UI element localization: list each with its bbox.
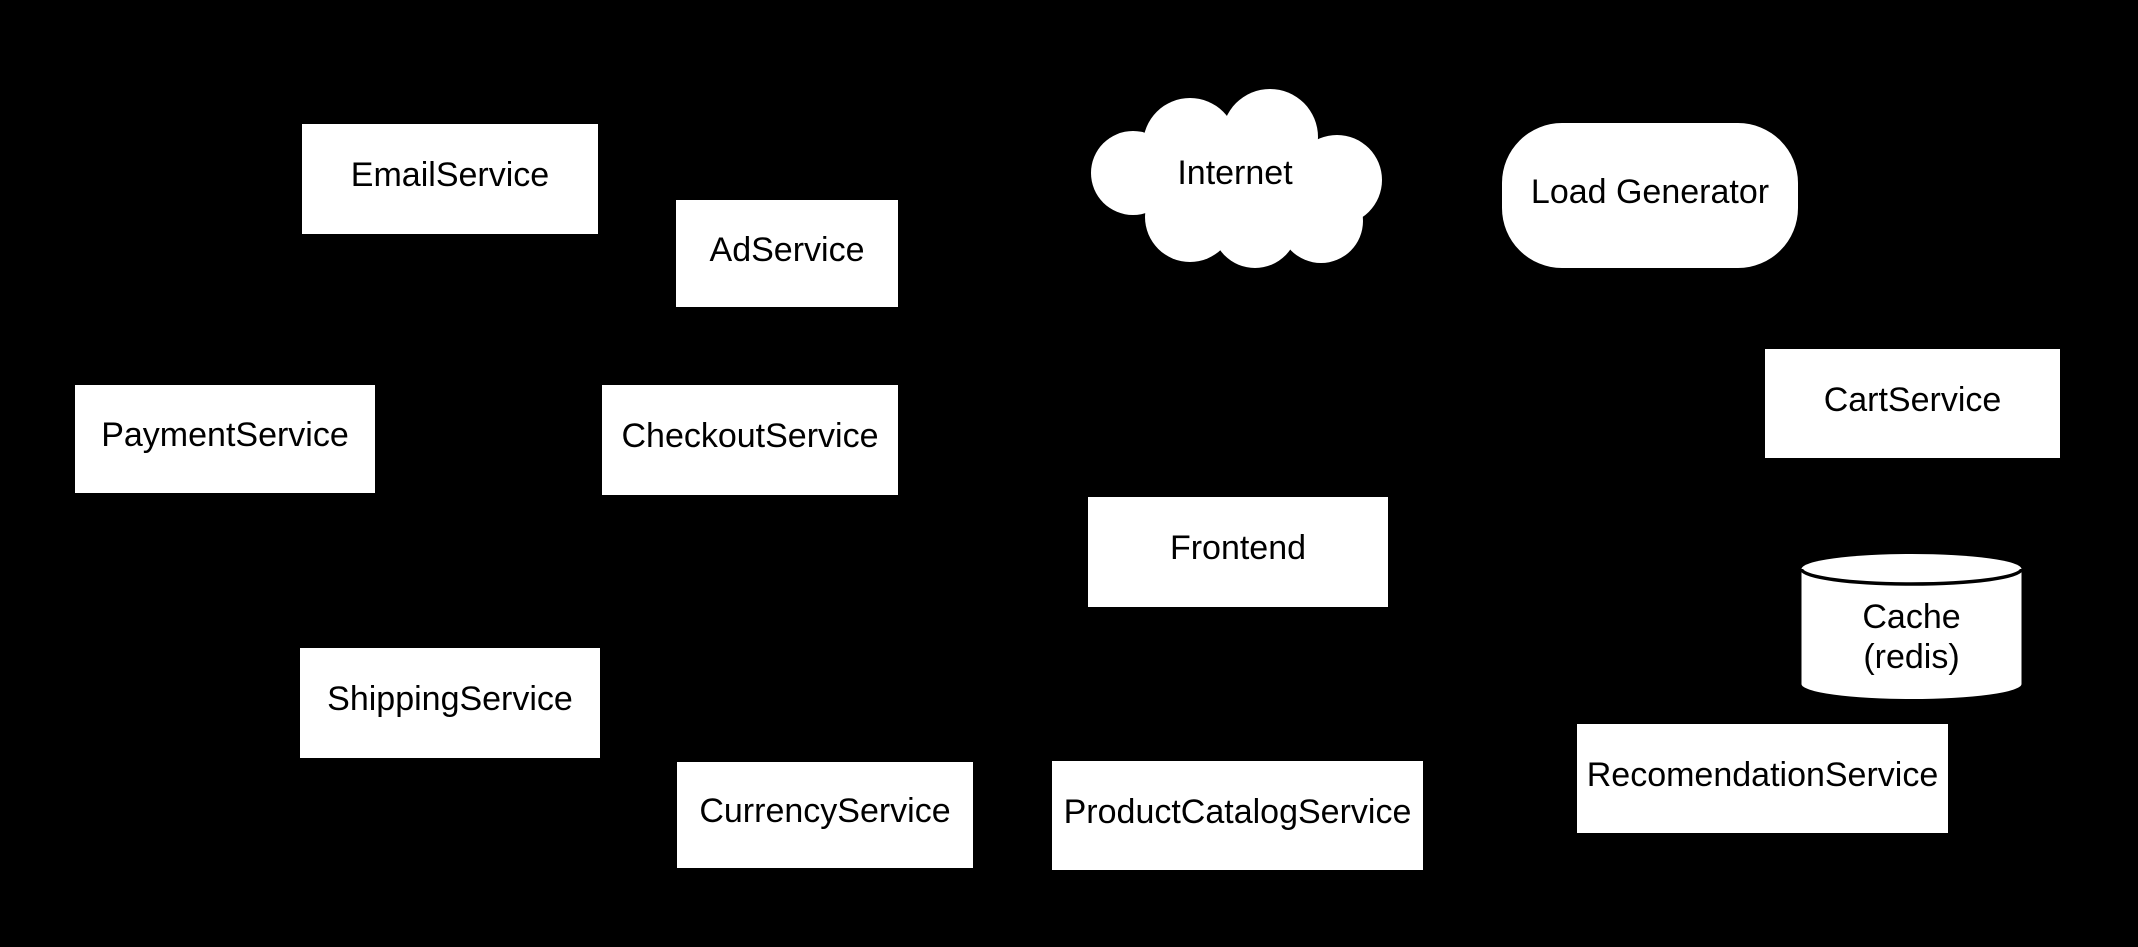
cache-label-line1: Cache [1862, 597, 1961, 636]
node-product-catalog-service: ProductCatalogService [1052, 761, 1423, 870]
node-label: Internet [1177, 153, 1293, 192]
node-label: CheckoutService [621, 417, 879, 455]
node-label: PaymentService [101, 416, 349, 454]
node-ad-service: AdService [676, 200, 898, 307]
node-payment-service: PaymentService [75, 385, 375, 493]
node-load-generator: Load Generator [1502, 123, 1798, 268]
node-label: Load Generator [1530, 172, 1770, 211]
node-label: AdService [709, 230, 865, 269]
node-email-service: EmailService [302, 124, 598, 234]
node-internet: Internet [1085, 85, 1385, 270]
node-label: EmailService [350, 156, 550, 194]
node-cart-service: CartService [1765, 349, 2060, 458]
node-recomendation-service: RecomendationService [1577, 724, 1948, 833]
node-label: ShippingService [327, 680, 573, 718]
cloud-icon [1091, 89, 1382, 268]
node-frontend: Frontend [1088, 497, 1388, 607]
node-label: CartService [1823, 380, 2002, 419]
node-label: ProductCatalogService [1063, 792, 1412, 831]
cache-label-line2: (redis) [1863, 637, 1960, 676]
node-checkout-service: CheckoutService [602, 385, 898, 495]
node-label: CurrencyService [699, 792, 951, 830]
node-currency-service: CurrencyService [677, 762, 973, 868]
node-cache-redis: Cache (redis) [1800, 553, 2023, 700]
node-shipping-service: ShippingService [300, 648, 600, 758]
database-cylinder-icon [1800, 554, 2023, 699]
node-label: Cache (redis) [1800, 573, 2023, 700]
node-label: Frontend [1169, 529, 1307, 567]
node-label: RecomendationService [1586, 755, 1939, 794]
